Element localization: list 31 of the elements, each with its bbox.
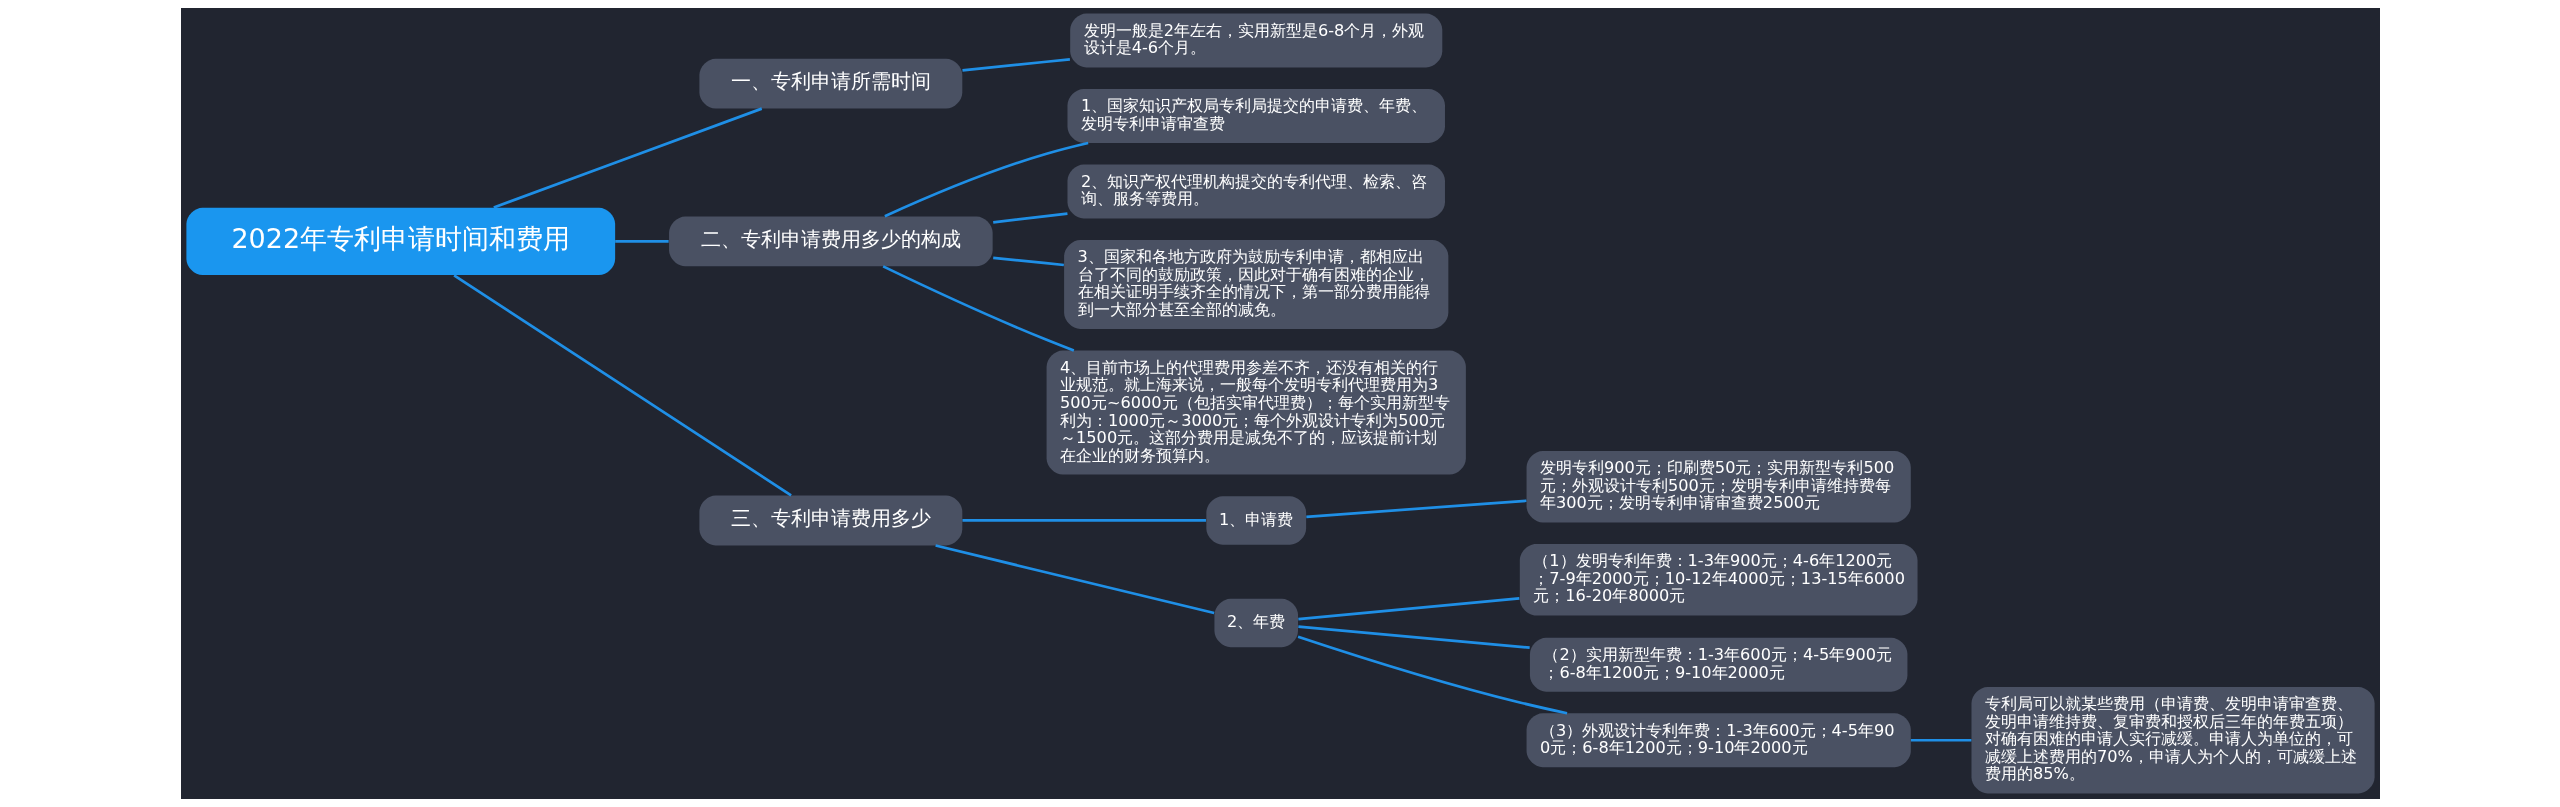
connector [614,240,669,243]
connector [992,212,1068,224]
node-box: 二、专利申请费用多少的构成 [668,216,993,267]
connector [882,265,1074,352]
connector [1297,635,1567,715]
node-box: 2、年费 [1213,598,1298,648]
connector [961,519,1206,522]
connector [1297,625,1530,649]
node-box: （3）外观设计专利年费：1-3年600元；4-5年900元；6-8年1200元；9-10年2000元 [1526,713,1911,768]
connector [492,107,762,209]
connector [452,274,792,497]
node-box: （1）发明专利年费：1-3年900元；4-6年1200元；7-9年2000元；10-12年4000元；13-15年6000元；16-20年8000元 [1519,544,1918,616]
connector [961,58,1070,72]
connector [1910,738,1971,742]
node-box: 2、知识产权代理机构提交的专利代理、检索、咨询、服务等费用。 [1067,164,1445,219]
node-box: 一、专利申请所需时间 [698,58,962,109]
node-box: 1、申请费 [1205,496,1306,545]
node-box: 发明一般是2年左右，实用新型是6-8个月，外观设计是4-6个月。 [1069,13,1442,68]
node-box: 发明专利900元；印刷费50元；实用新型专利500元；外观设计专利500元；发明专利申请维持费每年300元；发明专利申请审查费2500元 [1526,451,1911,523]
connector [1305,499,1526,519]
node-box: 3、国家和各地方政府为鼓励专利申请，都相应出台了不同的鼓励政策，因此对于确有困难的企业，在相关证明手续齐全的情况下，第一部分费用能得到一大部分甚至全部的减免。 [1063,240,1448,329]
node-box: 专利局可以就某些费用（申请费、发明申请审查费、发明申请维持费、复审费和授权后三年的年费五项）对确有困难的申请人实行减缓。申请人为单位的，可减缓上述费用的70%，申请人为个人的，可减缓上述费用的85%。 [1971,686,2375,794]
node-box: 三、专利申请费用多少 [698,495,962,546]
connector [883,141,1088,218]
node-box: （2）实用新型年费：1-3年600元；4-5年900元；6-8年1200元；9-10年2000元 [1529,637,1907,692]
node-box: 1、国家知识产权局专利局提交的申请费、年费、发明专利申请审查费 [1067,89,1445,143]
node-box: 4、目前市场上的代理费用参差不齐，还没有相关的行业规范。就上海来说，一般每个发明专利代理费用为3500元~6000元（包括实审代理费）；每个实用新型专利为：1000元～3000元；每个外观设计专利为500元～1500元。这部分费用是减免不了的，应该提前计划在企业的财务预算内。 [1046,350,1466,475]
connector [1297,597,1519,621]
connector [992,256,1064,267]
connector [934,544,1214,615]
node-box: 2022年专利申请时间和费用 [185,207,615,276]
